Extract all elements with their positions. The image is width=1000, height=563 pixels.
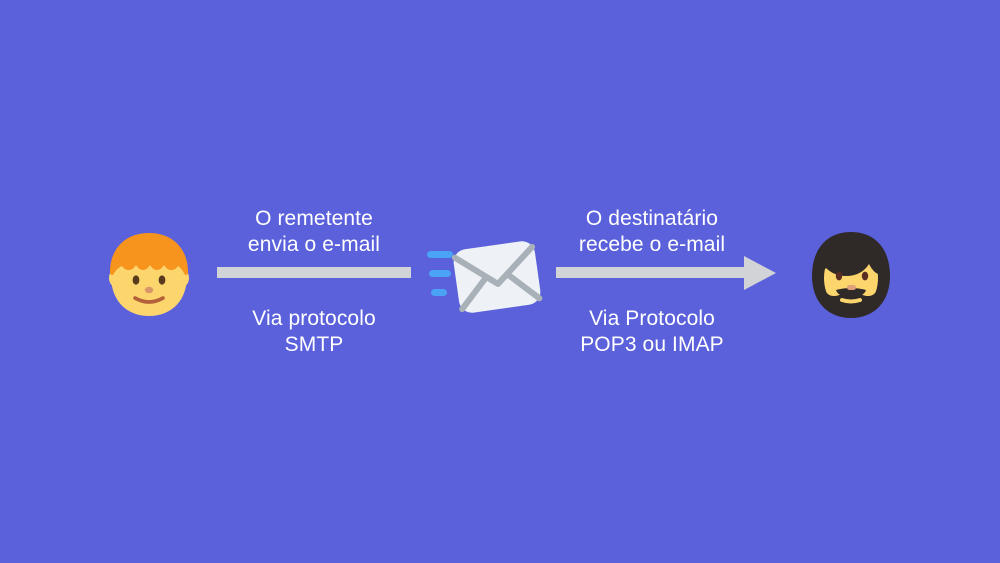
sender-connector-line xyxy=(217,267,411,278)
sender-bottom-caption: Via protocolo SMTP xyxy=(252,307,376,356)
recipient-connector-line xyxy=(556,267,750,278)
sender-top-caption: O remetente envia o e-mail xyxy=(247,207,381,256)
boy-face-emoji xyxy=(104,230,194,320)
flying-envelope-icon xyxy=(425,238,543,316)
recipient-bottom-caption: Via Protocolo POP3 ou IMAP xyxy=(580,307,724,356)
bearded-man-face-emoji xyxy=(806,230,896,320)
recipient-top-caption: O destinatário recebe o e-mail xyxy=(578,207,726,256)
arrow-head-icon xyxy=(744,256,776,290)
